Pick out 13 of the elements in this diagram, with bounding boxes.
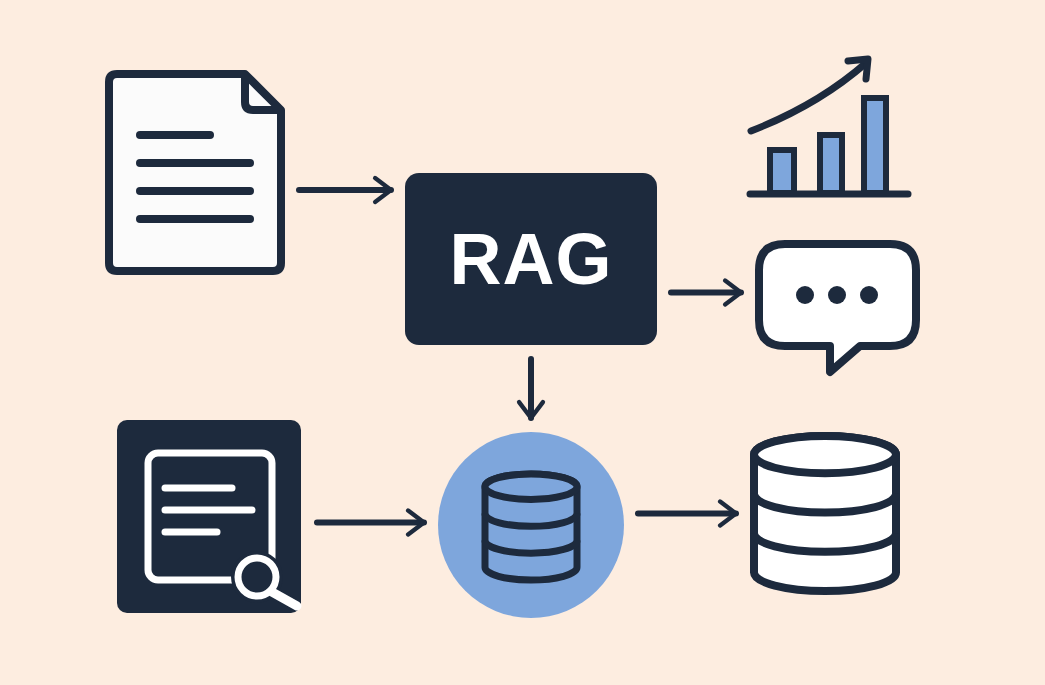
- speech-bubble-icon: [755, 240, 920, 376]
- bar-chart-icon: [748, 55, 910, 197]
- database-circle: [438, 432, 624, 618]
- document-icon: [105, 70, 285, 275]
- arrow: [668, 278, 744, 307]
- arrow: [516, 356, 546, 421]
- box-label: RAG: [449, 218, 613, 300]
- arrow: [635, 499, 739, 528]
- arrow: [296, 175, 394, 205]
- arrow: [314, 508, 427, 537]
- database-icon: [750, 432, 900, 595]
- document-search-icon: [117, 420, 303, 613]
- rag-box: [405, 173, 657, 345]
